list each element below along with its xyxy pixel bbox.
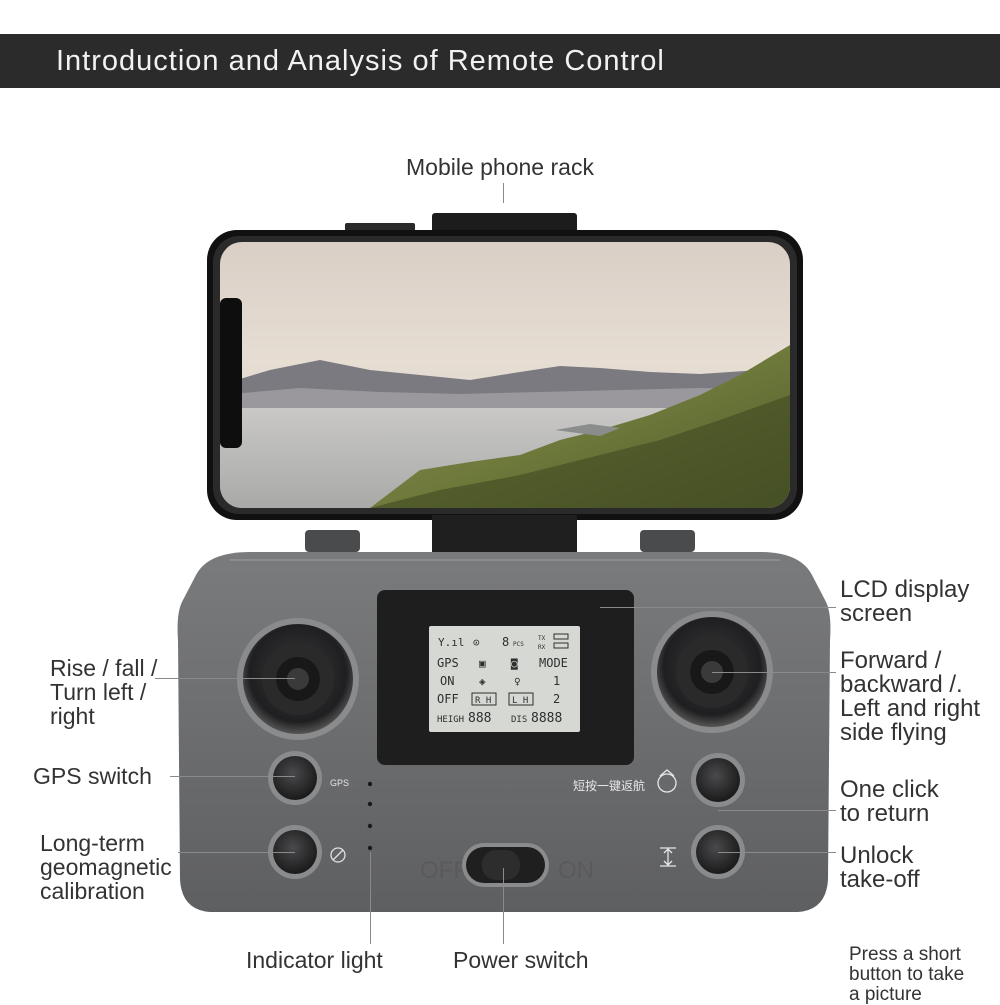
- right-stick-label-line4: side flying: [840, 719, 947, 746]
- lcd-mode: MODE: [539, 656, 568, 670]
- lcd-pcs: PCS: [513, 641, 524, 648]
- power-switch-label: Power switch: [453, 947, 589, 973]
- return-button-label: 短按一键返航: [573, 778, 645, 793]
- lcd-dis-label: DIS: [511, 715, 527, 725]
- mobile-phone: [207, 230, 803, 520]
- photo-label-line3: a picture: [849, 984, 922, 1005]
- gps-leader: [170, 776, 295, 777]
- gps-switch-button[interactable]: [268, 751, 322, 805]
- lcd-label-line2: screen: [840, 600, 913, 627]
- return-leader: [718, 810, 836, 811]
- indicator-light-label: Indicator light: [246, 947, 383, 973]
- right-stick-label-line1: Forward /: [840, 647, 942, 674]
- calibration-button[interactable]: [268, 825, 322, 879]
- right-stick-label-line3: Left and right: [840, 695, 981, 722]
- lcd-location-icon: ♀: [514, 675, 521, 688]
- phone-rack-label: Mobile phone rack: [406, 154, 594, 180]
- lcd-display: Y.ıl ⊙ 8 PCS TX RX GPS ▣ ◙ MODE ON ◈ ♀ 1…: [377, 590, 634, 765]
- left-stick-leader: [155, 678, 295, 679]
- lcd-video-icon: ◙: [510, 657, 518, 670]
- lcd-lh: L H: [512, 696, 528, 706]
- indicator-lights: [367, 781, 373, 851]
- power-on-label: ON: [558, 857, 594, 884]
- left-stick-label-line2: Turn left /: [50, 679, 147, 705]
- lcd-height-value: 888: [468, 711, 491, 726]
- lcd-off: OFF: [437, 692, 459, 706]
- left-stick-label-line3: right: [50, 703, 95, 729]
- power-switch[interactable]: OFF ON: [420, 843, 594, 887]
- lcd-dis-value: 8888: [531, 711, 562, 726]
- power-off-label: OFF: [420, 857, 468, 884]
- lcd-height-label: HEIGH: [437, 715, 464, 725]
- takeoff-icon: [660, 847, 676, 867]
- calibration-leader: [178, 852, 295, 853]
- lcd-on: ON: [440, 674, 454, 688]
- indicator-leader: [370, 852, 371, 944]
- calibration-label-line3: calibration: [40, 878, 145, 904]
- unlock-label-line1: Unlock: [840, 842, 914, 869]
- lcd-gps: GPS: [437, 656, 459, 670]
- right-stick-label-line2: backward /.: [840, 671, 963, 698]
- compass-icon: [330, 847, 346, 863]
- return-label-line2: to return: [840, 800, 930, 827]
- unlock-label-line2: take-off: [840, 866, 920, 893]
- lcd-rx: RX: [538, 644, 546, 651]
- return-home-button[interactable]: [691, 753, 745, 807]
- lcd-gimbal-icon: ◈: [479, 675, 486, 688]
- lcd-tx: TX: [538, 635, 546, 642]
- calibration-label-line1: Long-term: [40, 830, 145, 856]
- lcd-mode-1: 1: [553, 674, 560, 688]
- calibration-label-line2: geomagnetic: [40, 854, 172, 880]
- lcd-clock-icon: ⊙: [473, 636, 480, 649]
- unlock-leader: [718, 852, 836, 853]
- right-stick-leader: [712, 672, 836, 673]
- left-joystick[interactable]: [237, 618, 359, 740]
- page-title: Introduction and Analysis of Remote Cont…: [56, 45, 665, 77]
- gps-button-label: GPS: [330, 778, 349, 788]
- lcd-leader: [600, 607, 836, 608]
- lcd-count: 8: [502, 635, 509, 649]
- photo-label-line1: Press a short: [849, 944, 961, 965]
- phone-screen-landscape: [220, 242, 790, 508]
- left-stick-label-line1: Rise / fall /: [50, 655, 158, 681]
- lcd-signal: Y.ıl: [438, 636, 465, 649]
- header-banner: Introduction and Analysis of Remote Cont…: [0, 34, 1000, 88]
- power-leader: [503, 868, 504, 944]
- lcd-camera-icon: ▣: [479, 657, 486, 670]
- lcd-label-line1: LCD display: [840, 576, 970, 603]
- photo-label-line2: button to take: [849, 964, 965, 985]
- return-label-line1: One click: [840, 776, 939, 803]
- phone-rack-leader: [503, 183, 504, 203]
- home-icon: [657, 769, 677, 793]
- lcd-rh: R H: [475, 696, 491, 706]
- lcd-mode-2: 2: [553, 692, 560, 706]
- gps-switch-label: GPS switch: [33, 763, 152, 789]
